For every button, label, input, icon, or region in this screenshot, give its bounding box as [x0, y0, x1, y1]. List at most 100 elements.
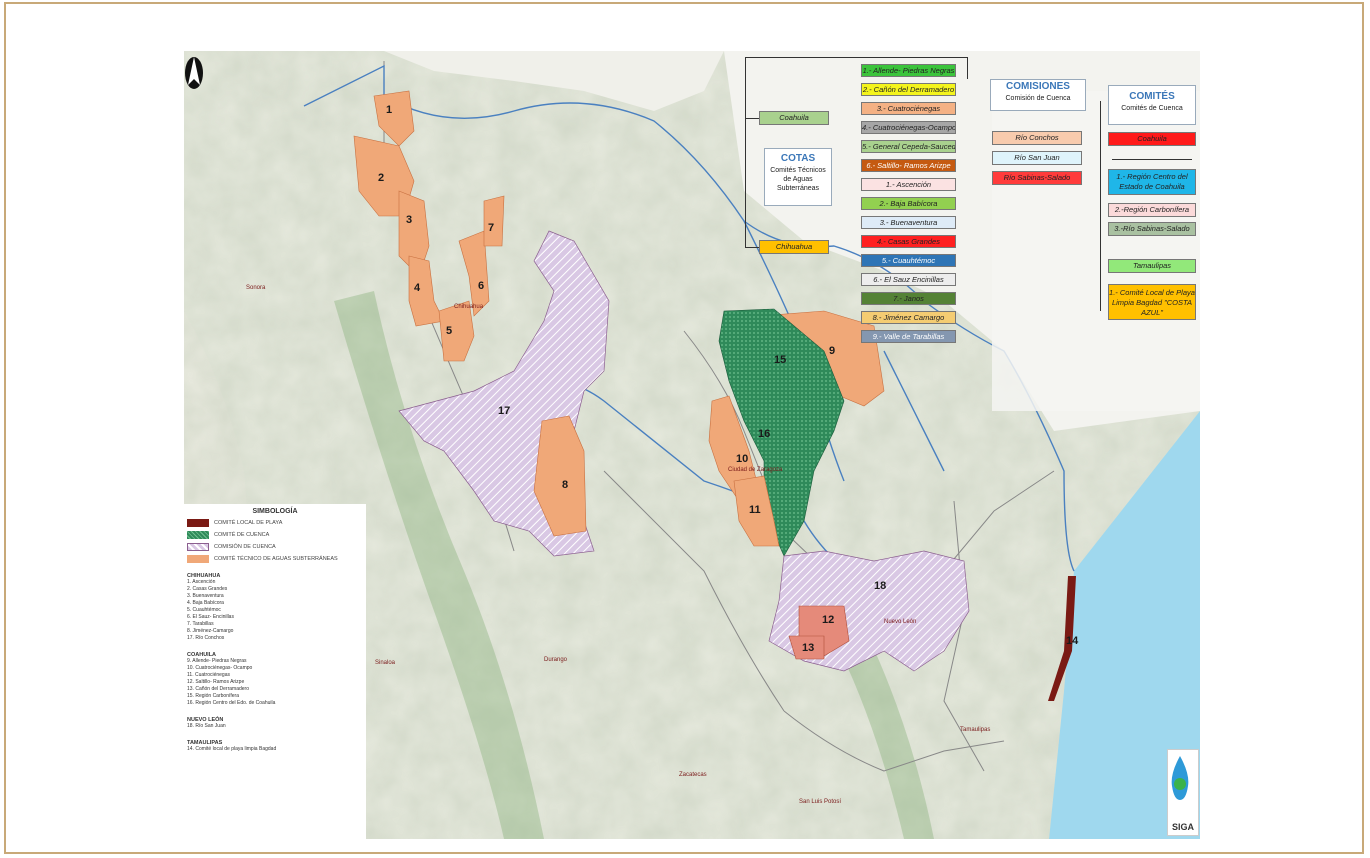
region-1[interactable]	[373, 90, 415, 147]
region-14-beach[interactable]	[1048, 576, 1076, 701]
cotas-item[interactable]: 6.- El Sauz Encinillas	[861, 273, 956, 286]
cotas-chihuahua[interactable]	[353, 90, 587, 537]
label-15: 15	[774, 354, 786, 366]
region-6[interactable]	[458, 230, 490, 317]
place-tamaulipas: Tamaulipas	[960, 727, 990, 733]
legend-item-beach: COMITÉ LOCAL DE PLAYA	[187, 518, 366, 527]
legend-entry: 5. Cuauhtémoc	[187, 607, 221, 613]
org-coahuila-box[interactable]: Coahuila	[759, 111, 829, 125]
sierra-madre-oriental	[794, 571, 934, 839]
org-chihuahua-box[interactable]: Chihuahua	[759, 240, 829, 254]
cotas-item[interactable]: 7.- Janos	[861, 292, 956, 305]
legend-swatch-committee	[187, 530, 209, 539]
north-arrow-icon	[185, 57, 203, 89]
label-12: 12	[822, 614, 834, 626]
comite-rio-sabinas[interactable]: 3.-Río Sabinas-Salado	[1108, 222, 1196, 236]
label-8: 8	[562, 479, 568, 491]
comite-region-centro[interactable]: 1.- Región Centro del Estado de Coahuila	[1108, 169, 1196, 195]
cotas-item[interactable]: 4.- Casas Grandes	[861, 235, 956, 248]
legend-entry: 4. Baja Babícora	[187, 600, 224, 606]
label-6: 6	[478, 280, 484, 292]
cotas-item[interactable]: 2.- Cañón del Derramadero	[861, 83, 956, 96]
map-canvas[interactable]: 1 2 3 4 5 6 7 8 9 10 11 12 13 14 15 16 1…	[184, 51, 1200, 839]
label-14: 14	[1066, 635, 1079, 647]
label-9: 9	[829, 345, 835, 357]
comite-coahuila-box[interactable]: Coahuila	[1108, 132, 1196, 146]
legend-entry: 6. El Sauz- Encinillas	[187, 614, 234, 620]
connector	[745, 57, 746, 247]
label-13: 13	[802, 642, 814, 654]
label-11: 11	[749, 504, 761, 516]
region-13[interactable]	[788, 635, 825, 660]
comision-rio-san-juan[interactable]: Río San Juan	[992, 151, 1082, 165]
cotas-item[interactable]: 2.- Baja Babícora	[861, 197, 956, 210]
label-18: 18	[874, 580, 886, 592]
legend-group-chihuahua: CHIHUAHUA 1. Ascención 2. Casas Grandes …	[187, 573, 366, 642]
region-8[interactable]	[533, 415, 587, 537]
cotas-item[interactable]: 9.- Valle de Tarabillas	[861, 330, 956, 343]
comite-region-carbonifera[interactable]: 2.-Región Carbonífera	[1108, 203, 1196, 217]
region-11[interactable]	[733, 475, 780, 547]
label-4: 4	[414, 282, 421, 294]
region-labels: 1 2 3 4 5 6 7 8 9 10 11 12 13 14 15 16 1…	[378, 104, 1079, 654]
label-3: 3	[406, 214, 412, 226]
regions-15-16-committee[interactable]	[718, 308, 845, 557]
comisiones-subtitle: Comisión de Cuenca	[1005, 95, 1071, 102]
cotas-item[interactable]: 1.- Ascención	[861, 178, 956, 191]
legend-entry: 10. Cuatrociénegas- Ocampo	[187, 665, 253, 671]
place-chihuahua: Chihuahua	[454, 304, 484, 310]
legend-entry: 18. Río San Juan	[187, 723, 226, 729]
place-zacatecas: Zacatecas	[679, 772, 707, 778]
legend-entry: 2. Casas Grandes	[187, 586, 228, 592]
legend-item-cotas: COMITÉ TÉCNICO DE AGUAS SUBTERRÁNEAS	[187, 554, 366, 563]
legend-entry: 12. Saltillo- Ramos Arizpe	[187, 679, 245, 685]
cotas-item[interactable]: 3.- Cuatrociénegas	[861, 102, 956, 115]
logo-text: SIGA	[1171, 822, 1194, 832]
legend-item-commission: COMISIÓN DE CUENCA	[187, 542, 366, 551]
cotas-item[interactable]: 3.- Buenaventura	[861, 216, 956, 229]
cotas-subtitle: Comités Técnicos de Aguas Subterráneas	[770, 167, 826, 192]
label-2: 2	[378, 172, 384, 184]
cotas-item[interactable]: 6.- Saltillo- Ramos Arizpe	[861, 159, 956, 172]
region-5[interactable]	[438, 300, 475, 362]
cotas-item[interactable]: 1.- Allende- Piedras Negras	[861, 64, 956, 77]
label-7: 7	[488, 222, 494, 234]
legend-entry: 9. Allende- Piedras Negras	[187, 658, 247, 664]
legend-swatch-commission	[187, 542, 209, 551]
org-tamaulipas-box[interactable]: Tamaulipas	[1108, 259, 1196, 273]
legend-swatch-cotas	[187, 554, 209, 563]
comisiones-title: COMISIONES	[1006, 81, 1070, 92]
place-nuevo-leon: Nuevo León	[884, 619, 916, 625]
comision-rio-sabinas[interactable]: Río Sabinas-Salado	[992, 171, 1082, 185]
connector	[967, 57, 968, 79]
comision-rio-conchos[interactable]: Río Conchos	[992, 131, 1082, 145]
label-10: 10	[736, 453, 748, 465]
legend: SIMBOLOGÍA COMITÉ LOCAL DE PLAYA COMITÉ …	[184, 504, 366, 839]
legend-entry: 13. Cañón del Derramadero	[187, 686, 249, 692]
legend-entry: 8. Jiménez-Camargo	[187, 628, 234, 634]
legend-item-committee: COMITÉ DE CUENCA	[187, 530, 366, 539]
cotas-item[interactable]: 5.- General Cepeda-Sauceda	[861, 140, 956, 153]
cotas-item[interactable]: 4.- Cuatrociénegas-Ocampo	[861, 121, 956, 134]
figure-frame: 1 2 3 4 5 6 7 8 9 10 11 12 13 14 15 16 1…	[4, 2, 1364, 854]
label-16: 16	[758, 428, 770, 440]
place-san-luis-potosi: San Luis Potosí	[799, 799, 841, 805]
comisiones-header: COMISIONES Comisión de Cuenca	[990, 79, 1086, 111]
legend-group-heading: NUEVO LEÓN	[187, 717, 224, 723]
region-7[interactable]	[483, 195, 505, 247]
comite-playa-bagdad[interactable]: 1.- Comité Local de Playa Limpia Bagdad …	[1108, 284, 1196, 320]
connector	[745, 57, 967, 58]
legend-group-tamaulipas: TAMAULIPAS 14. Comité local de playa lim…	[187, 740, 366, 753]
legend-entry: 15. Región Carbonífera	[187, 693, 239, 699]
cotas-header: COTAS Comités Técnicos de Aguas Subterrá…	[764, 148, 832, 206]
place-sonora: Sonora	[246, 285, 266, 291]
legend-entry: 16. Región Centro del Edo. de Coahuila	[187, 700, 276, 706]
legend-group-nuevo-leon: NUEVO LEÓN 18. Río San Juan	[187, 717, 366, 730]
legend-group-heading: CHIHUAHUA	[187, 573, 221, 579]
cotas-item[interactable]: 5.- Cuauhtémoc	[861, 254, 956, 267]
cotas-item[interactable]: 8.- Jiménez Camargo	[861, 311, 956, 324]
place-zaragoza: Ciudad de Zaragoza	[728, 467, 783, 473]
legend-entry: 14. Comité local de playa limpia Bagdad	[187, 746, 277, 752]
legend-entry: 1. Ascención	[187, 579, 216, 585]
comites-header: COMITÉS Comités de Cuenca	[1108, 85, 1196, 125]
